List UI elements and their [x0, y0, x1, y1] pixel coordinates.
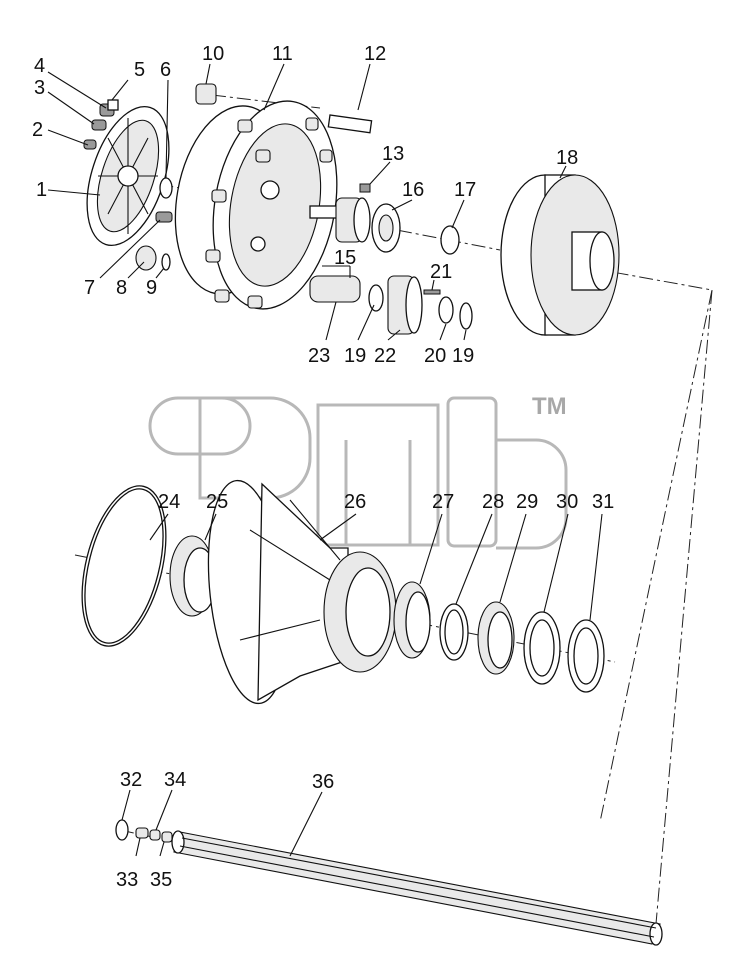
part-label: 36 — [312, 771, 334, 793]
part-label: 7 — [84, 277, 95, 299]
part-label: 28 — [482, 491, 504, 513]
watermark-logo: TM — [148, 393, 568, 550]
part-gear-upper — [309, 183, 401, 253]
part-label: 13 — [382, 143, 404, 165]
part-bearing-rings — [393, 581, 605, 693]
part-label: 9 — [146, 277, 157, 299]
part-label: 22 — [374, 345, 396, 367]
part-labels: 1 2 3 4 5 6 7 8 9 10 11 12 13 15 16 17 1… — [32, 43, 614, 891]
part-label: 6 — [160, 59, 171, 81]
part-label: 31 — [592, 491, 614, 513]
part-label: 11 — [272, 43, 293, 65]
part-flanged-housing — [207, 479, 397, 705]
part-label: 30 — [556, 491, 578, 513]
part-label: 23 — [308, 345, 330, 367]
part-label: 2 — [32, 119, 43, 141]
part-splined-shaft — [171, 830, 663, 946]
part-label: 34 — [164, 769, 186, 791]
part-label: 15 — [334, 247, 356, 269]
part-label: 21 — [430, 261, 452, 283]
part-label: 1 — [36, 179, 47, 201]
part-label: 10 — [202, 43, 224, 65]
part-label: 5 — [134, 59, 145, 81]
part-label: 18 — [556, 147, 578, 169]
part-label: 24 — [158, 491, 180, 513]
part-shaft-fittings — [115, 819, 173, 843]
part-label: 17 — [454, 179, 476, 201]
part-cover-plate — [86, 105, 170, 247]
part-stud — [327, 114, 373, 134]
part-nut — [195, 83, 217, 105]
trademark-text: TM — [532, 393, 567, 420]
part-label: 3 — [34, 77, 45, 99]
part-label: 26 — [344, 491, 366, 513]
part-label: 12 — [364, 43, 386, 65]
part-label: 35 — [150, 869, 172, 891]
part-o-ring — [81, 485, 167, 647]
part-label: 25 — [206, 491, 228, 513]
part-label: 33 — [116, 869, 138, 891]
part-gear-lower — [309, 275, 473, 335]
part-label: 27 — [432, 491, 454, 513]
part-label: 8 — [116, 277, 127, 299]
part-label: 20 — [424, 345, 446, 367]
leader-lines — [47, 63, 603, 857]
part-ring-17 — [440, 225, 460, 255]
part-drum — [500, 174, 620, 336]
part-label: 19 — [344, 345, 366, 367]
part-label: 32 — [120, 769, 142, 791]
part-label: 29 — [516, 491, 538, 513]
part-housing — [174, 100, 338, 310]
part-label: 16 — [402, 179, 424, 201]
part-label: 19 — [452, 345, 474, 367]
part-label: 4 — [34, 55, 45, 77]
